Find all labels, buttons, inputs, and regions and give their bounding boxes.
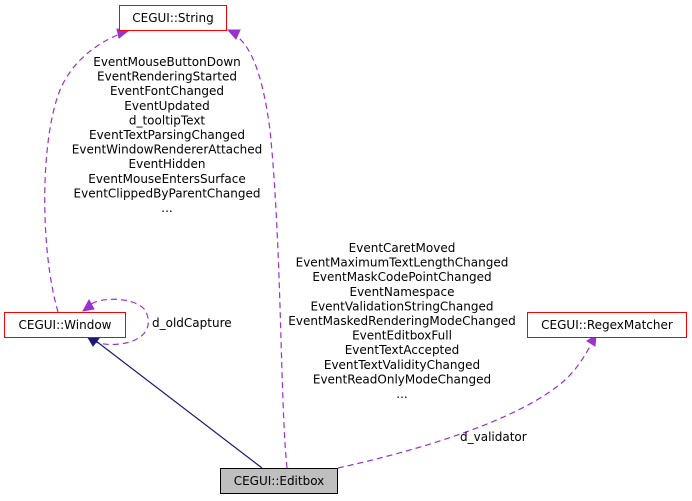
edge-label-line: EventNamespace [350, 285, 455, 299]
node-cegui-string[interactable]: CEGUI::String [119, 5, 227, 31]
edge-label-line: EventUpdated [124, 99, 209, 113]
edge-label-group-window-to-string: EventMouseButtonDownEventRenderingStarte… [72, 55, 262, 215]
arrowhead-window-self-loop [82, 298, 95, 312]
edge-editbox-to-regex [337, 342, 593, 469]
edge-label-d-validator: d_validator [460, 430, 527, 444]
edge-label-group-editbox-to-string: EventCaretMovedEventMaximumTextLengthCha… [288, 241, 515, 401]
edge-label-line: EventTextValidityChanged [324, 358, 480, 372]
node-label: CEGUI::Editbox [234, 474, 325, 488]
edge-label-line: EventValidationStringChanged [310, 299, 493, 313]
node-label: CEGUI::Window [19, 318, 112, 332]
edge-label-line: EventMouseEntersSurface [88, 172, 246, 186]
node-cegui-editbox[interactable]: CEGUI::Editbox [220, 468, 338, 494]
edge-label-line: EventWindowRendererAttached [72, 143, 262, 157]
node-label: CEGUI::String [132, 11, 213, 25]
edge-label-line: EventMaskCodePointChanged [312, 270, 491, 284]
edge-window-self-loop [84, 298, 149, 346]
edge-label-line: ... [161, 201, 172, 215]
edge-label-line: EventMaskedRenderingModeChanged [288, 314, 515, 328]
edge-label-line: EventTextAccepted [345, 343, 460, 357]
edge-label-line: d_tooltipText [129, 113, 206, 127]
edge-label-line: EventTextParsingChanged [89, 128, 245, 142]
edge-label-line: EventRenderingStarted [97, 70, 237, 84]
edge-label-line: EventEditboxFull [352, 329, 452, 343]
node-cegui-regexmatcher[interactable]: CEGUI::RegexMatcher [527, 312, 687, 338]
edge-label-line: EventReadOnlyModeChanged [313, 372, 491, 386]
arrowhead-editbox-to-string [226, 29, 241, 40]
edge-window-to-string [44, 32, 123, 313]
node-cegui-window[interactable]: CEGUI::Window [4, 312, 126, 338]
node-label: CEGUI::RegexMatcher [541, 318, 673, 332]
edge-editbox-to-string [233, 33, 288, 469]
edge-label-line: EventMouseButtonDown [93, 55, 241, 69]
edge-label-line: EventHidden [129, 157, 206, 171]
edge-label-line: EventCaretMoved [349, 241, 456, 255]
edge-label-line: EventMaximumTextLengthChanged [296, 256, 509, 270]
edge-label-line: EventFontChanged [110, 84, 224, 98]
edge-label-d-oldcapture: d_oldCapture [152, 316, 232, 330]
edge-editbox-to-window [95, 340, 263, 469]
edge-label-line: EventClippedByParentChanged [74, 186, 261, 200]
edge-label-line: ... [396, 387, 407, 401]
